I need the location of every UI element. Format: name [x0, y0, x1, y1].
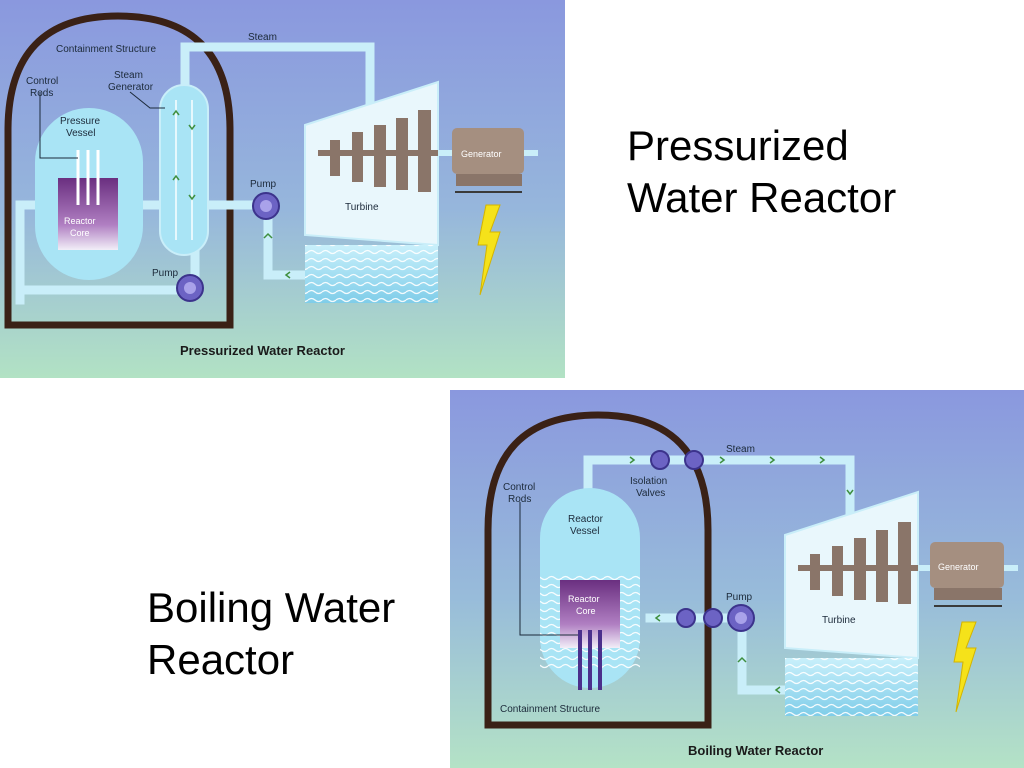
bwr-label-reactor-vessel-2: Vessel: [570, 526, 599, 537]
bwr-label-isolation-valves-2: Valves: [636, 488, 665, 499]
pwr-label-generator: Generator: [461, 149, 502, 159]
pwr-control-rods: [76, 150, 100, 205]
bwr-control-rods: [578, 630, 602, 690]
pwr-label-turbine: Turbine: [345, 202, 379, 213]
bwr-slide-title-line-1: Boiling Water: [147, 584, 396, 631]
pwr-flow-arrows: [172, 109, 291, 279]
pwr-control-rods-leader: [39, 92, 78, 159]
pwr-generator: [452, 128, 524, 174]
pwr-diagram: Steam Containment Structure Control Rods…: [0, 0, 565, 378]
pwr-label-steam-generator-2: Generator: [108, 82, 154, 93]
bwr-flow-arrows: [629, 456, 854, 694]
pwr-label-pump-top: Pump: [250, 179, 277, 190]
pwr-caption: Pressurized Water Reactor: [180, 343, 345, 358]
pwr-slide-title-line-2: Water Reactor: [627, 174, 897, 221]
pwr-label-pressure-vessel-1: Pressure: [60, 116, 100, 127]
pwr-steam-generator: [159, 84, 209, 256]
pwr-label-control-rods-1: Control: [26, 76, 58, 87]
pwr-turbine-blades: [330, 110, 431, 192]
bwr-slide-title-line-2: Reactor: [147, 636, 295, 683]
bwr-isolation-valves: [650, 450, 723, 628]
pwr-pump-top: [252, 192, 280, 220]
pwr-slide-title-line-1: Pressurized: [627, 122, 849, 169]
pwr-label-pump-bottom: Pump: [152, 268, 179, 279]
bwr-label-isolation-valves-1: Isolation: [630, 476, 667, 487]
pwr-containment-structure: [4, 12, 234, 329]
bwr-pump: [727, 604, 755, 632]
pwr-piping: [15, 42, 375, 305]
bwr-diagram-svg: Steam Control Rods Isolation Valves Reac…: [450, 390, 1024, 768]
bwr-label-control-rods-2: Rods: [508, 494, 531, 505]
bwr-control-rods-leader: [519, 502, 578, 636]
bwr-slide-title: Boiling Water Reactor: [147, 582, 447, 686]
pwr-diagram-svg: Steam Containment Structure Control Rods…: [0, 0, 565, 378]
pwr-label-control-rods-2: Rods: [30, 88, 53, 99]
bwr-label-generator: Generator: [938, 562, 979, 572]
bwr-label-control-rods-1: Control: [503, 482, 535, 493]
pwr-label-reactor-core-2: Core: [70, 228, 90, 238]
pwr-label-pressure-vessel-2: Vessel: [66, 128, 95, 139]
bwr-label-reactor-core-1: Reactor: [568, 594, 600, 604]
pwr-label-steam: Steam: [248, 32, 277, 43]
bwr-diagram: Steam Control Rods Isolation Valves Reac…: [450, 390, 1024, 768]
bwr-caption: Boiling Water Reactor: [688, 743, 823, 758]
bwr-label-reactor-vessel-1: Reactor: [568, 514, 604, 525]
pwr-lightning-icon: [477, 204, 501, 296]
bwr-label-containment: Containment Structure: [500, 704, 600, 715]
pwr-slide-title: Pressurized Water Reactor: [627, 120, 987, 224]
pwr-label-containment: Containment Structure: [56, 44, 156, 55]
bwr-label-pump: Pump: [726, 592, 753, 603]
pwr-pump-bottom: [176, 274, 204, 302]
pwr-label-steam-generator-1: Steam: [114, 70, 143, 81]
bwr-label-steam: Steam: [726, 444, 755, 455]
bwr-label-reactor-core-2: Core: [576, 606, 596, 616]
bwr-label-turbine: Turbine: [822, 615, 856, 626]
pwr-label-reactor-core-1: Reactor: [64, 216, 96, 226]
bwr-containment-structure: [484, 411, 712, 729]
bwr-generator: [930, 542, 1004, 588]
bwr-lightning-icon: [953, 621, 977, 713]
bwr-turbine-blades: [810, 522, 911, 604]
